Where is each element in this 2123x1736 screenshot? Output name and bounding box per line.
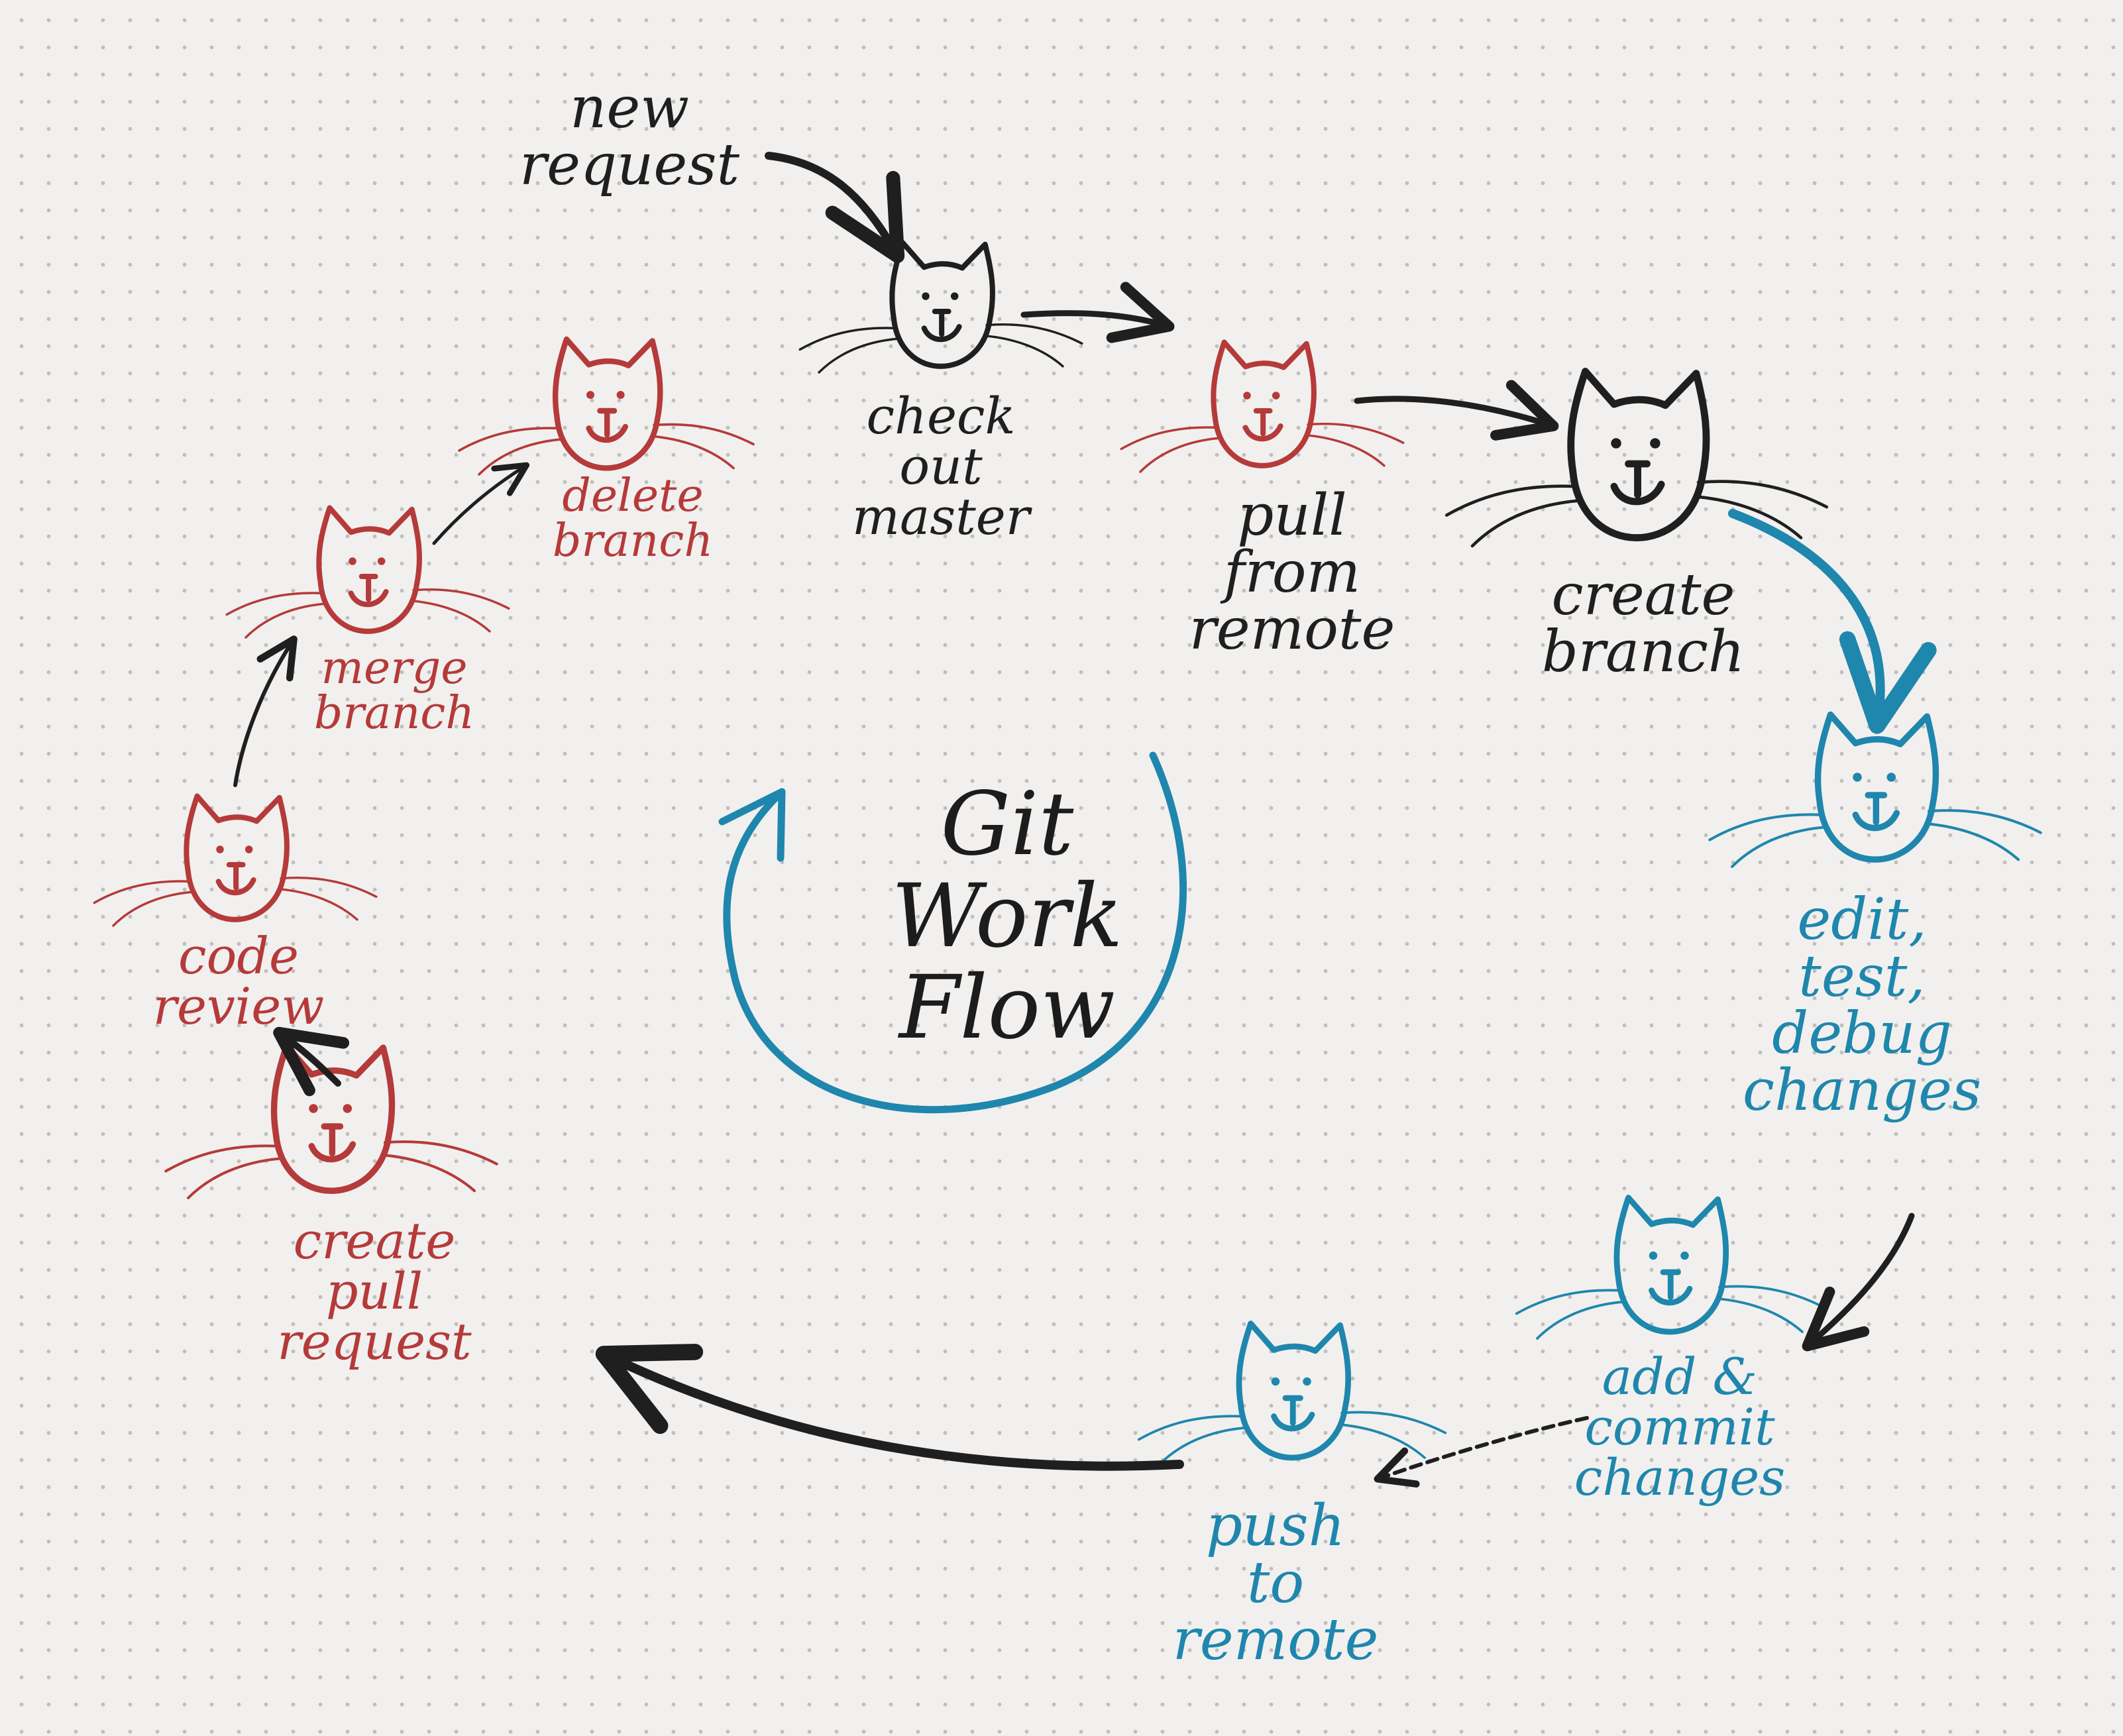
cat-face-icon [458,336,755,476]
edge-check-out-master-to-pull-from-remote [1020,282,1175,343]
cat-face-icon [1137,1321,1447,1466]
edge-merge-branch-to-delete-branch [432,462,530,545]
node-label-push-to-remote: push to remote [1172,1493,1379,1673]
cat-face-icon [798,240,1083,374]
cats-layer [93,240,2042,1466]
edge-add-commit-to-push-to-remote [1374,1416,1589,1488]
title-line-1: Git [940,773,1074,875]
cat-face-icon [1708,711,2042,869]
cat-face-icon [164,1042,498,1200]
node-label-new-request: new request [519,75,740,198]
cycle-arrow-icon [718,751,1187,1114]
title-line-2: Work [891,865,1123,967]
cat-face-icon [93,793,378,927]
edge-create-branch-to-edit-test-debug [1728,509,1937,734]
node-label-code-review: code review [152,926,325,1036]
node-label-edit-test-debug: edit, test, debug changes [1742,887,1982,1124]
node-label-create-pull-request: create pull request [277,1211,472,1371]
node-label-check-out-master: check out master [851,386,1030,546]
node-label-add-commit: add & commit changes [1574,1347,1786,1507]
node-label-pull-from-remote: pull from remote [1189,482,1395,663]
edge-pull-from-remote-to-create-branch [1354,380,1559,441]
edge-code-review-to-merge-branch [233,635,298,787]
node-label-delete-branch: delete branch [552,470,714,567]
edge-edit-test-debug-to-add-commit [1802,1213,1915,1352]
node-label-merge-branch: merge branch [313,642,475,739]
edge-new-request-to-check-out-master [765,152,905,264]
title-line-3: Flow [898,957,1116,1059]
node-label-create-branch: create branch [1541,562,1745,685]
cat-face-icon [1120,339,1405,473]
cat-face-icon [225,505,510,639]
edge-push-to-remote-to-create-pull-request [595,1344,1184,1471]
cat-face-icon [1515,1195,1825,1340]
diagram-title: Git Work Flow [891,779,1122,1054]
cat-face-icon [1444,368,1829,548]
edge-create-pull-request-to-code-review [273,1026,350,1097]
edges-layer [233,152,1937,1488]
